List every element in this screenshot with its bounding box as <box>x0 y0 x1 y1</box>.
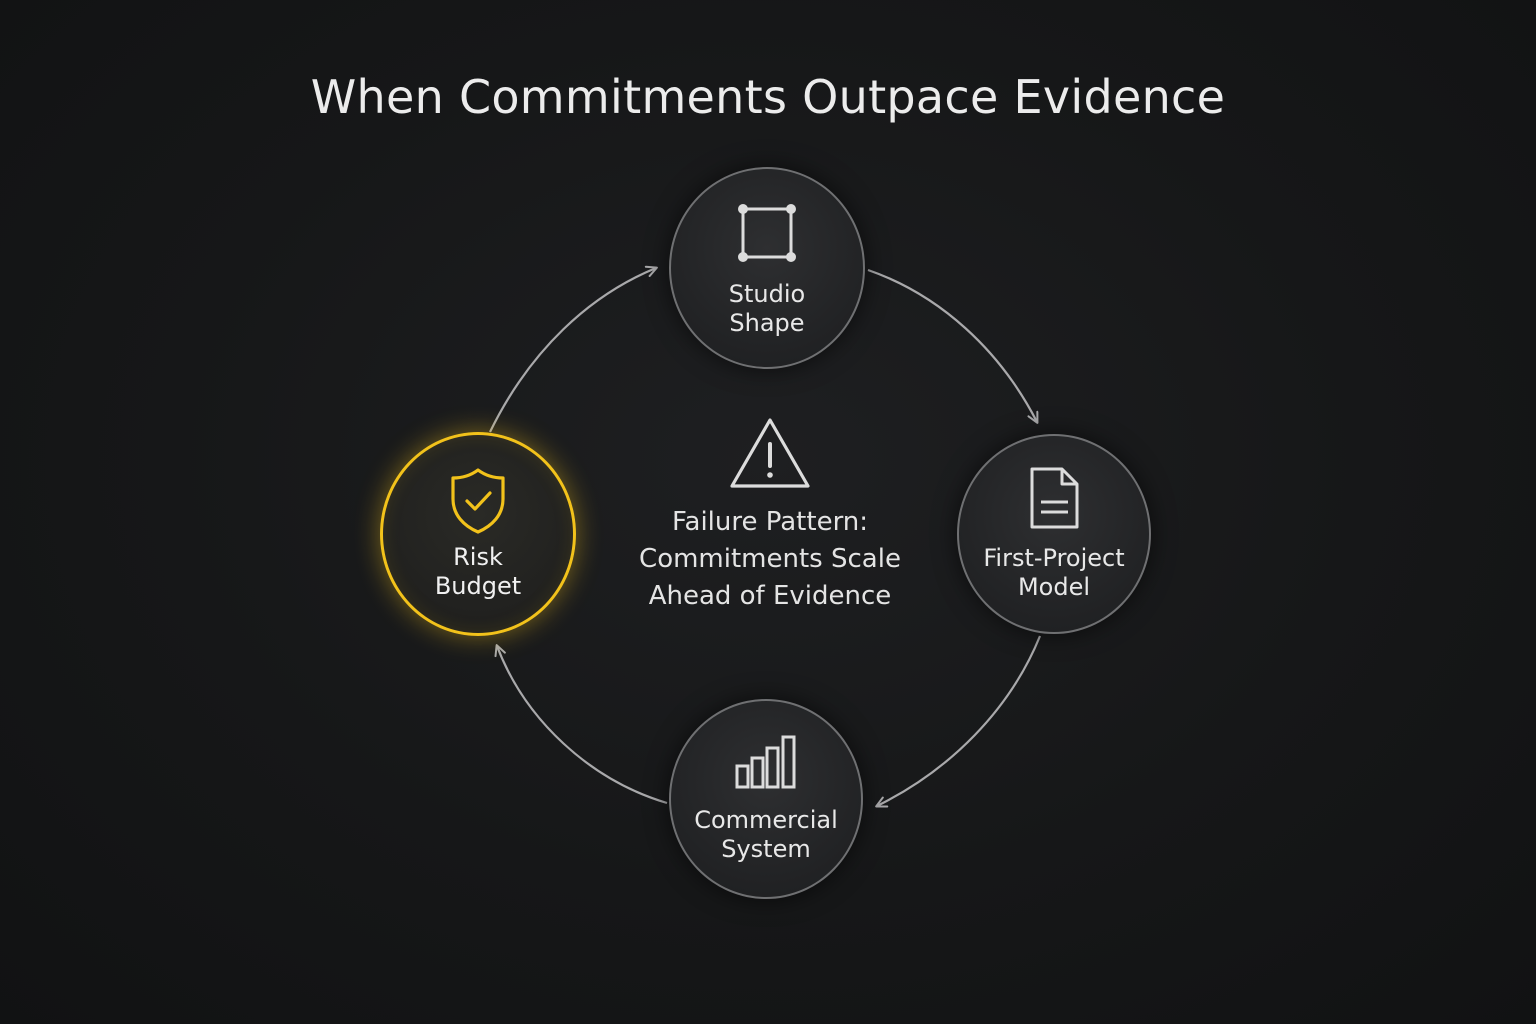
bar-chart-icon <box>735 735 796 789</box>
node-label-studio-shape: Studio Shape <box>728 280 806 337</box>
arrow-commercial-to-risk <box>494 644 668 805</box>
arrow-studio-to-model <box>867 268 1039 424</box>
node-label-first-project-model: First-Project Model <box>983 544 1125 601</box>
document-icon <box>1030 467 1079 529</box>
node-commercial-system: Commercial System <box>669 699 863 899</box>
node-risk-budget: Risk Budget <box>380 432 576 636</box>
arrow-model-to-commercial <box>875 635 1042 808</box>
node-first-project-model: First-Project Model <box>957 434 1151 634</box>
diagram-title: When Commitments Outpace Evidence <box>310 70 1226 124</box>
node-label-risk-budget: Risk Budget <box>434 543 522 600</box>
failure-pattern-text: Failure Pattern: Commitments Scale Ahead… <box>639 507 901 611</box>
shield-check-icon <box>451 468 505 534</box>
warning-triangle-icon <box>730 418 810 488</box>
arrow-risk-to-studio <box>489 265 658 433</box>
node-label-commercial-system: Commercial System <box>694 806 838 863</box>
square-frame-icon <box>738 204 796 262</box>
center-callout: Failure Pattern: Commitments Scale Ahead… <box>610 416 930 615</box>
node-studio-shape: Studio Shape <box>669 167 865 369</box>
